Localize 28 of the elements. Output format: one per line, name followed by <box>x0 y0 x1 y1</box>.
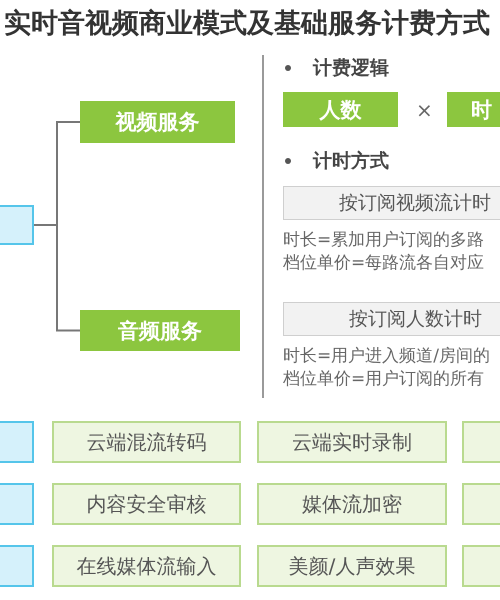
service-box: 音频服务 <box>80 310 240 351</box>
description-text: 档位单价=每路流各自对应 <box>283 252 484 274</box>
factor-box: 时 <box>447 92 500 127</box>
category-box <box>0 421 34 463</box>
feature-box <box>462 483 500 525</box>
multiply-sign: × <box>416 97 433 123</box>
title: 实时音视频商业模式及基础服务计费方式 <box>4 7 490 41</box>
feature-box: 在线媒体流输入 <box>52 545 241 587</box>
category-box <box>0 545 34 587</box>
feature-box: 媒体流加密 <box>257 483 447 525</box>
section-heading: 计费逻辑 <box>313 56 389 81</box>
feature-box: 美颜/人声效果 <box>257 545 447 587</box>
category-box <box>0 205 34 245</box>
feature-box: 云端混流转码 <box>52 421 241 463</box>
method-box: 按订阅视频流计时 <box>283 186 500 220</box>
section-heading: 计时方式 <box>313 149 389 174</box>
description-text: 时长=用户进入频道/房间的 <box>283 345 490 367</box>
method-box: 按订阅人数计时 <box>283 302 500 336</box>
description-text: 档位单价=用户订阅的所有 <box>283 368 484 390</box>
factor-box: 人数 <box>283 92 398 127</box>
description-text: 时长=累加用户订阅的多路 <box>283 229 484 251</box>
feature-box <box>462 545 500 587</box>
category-box <box>0 483 34 525</box>
service-box: 视频服务 <box>80 101 235 143</box>
feature-box: 云端实时录制 <box>257 421 447 463</box>
feature-box: 内容安全审核 <box>52 483 241 525</box>
connector-line <box>34 224 80 332</box>
feature-box <box>462 421 500 463</box>
